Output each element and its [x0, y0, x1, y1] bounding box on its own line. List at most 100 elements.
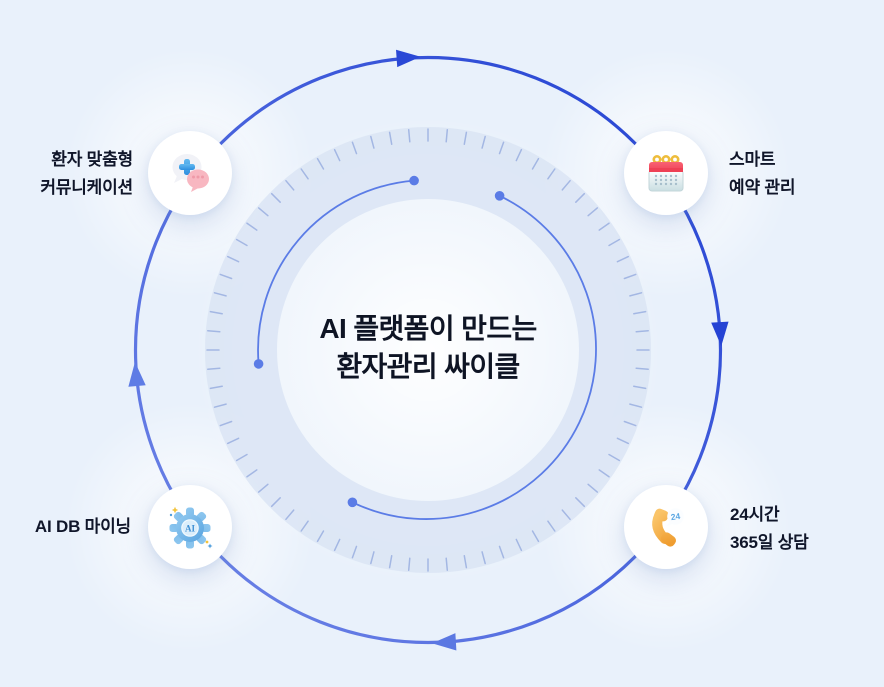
dial-tick: [575, 192, 586, 203]
dial-tick: [633, 385, 647, 390]
dial-tick: [246, 469, 258, 478]
dial-tick: [633, 310, 647, 315]
dial-tick: [285, 509, 295, 521]
dial-tick: [531, 157, 540, 170]
node-smart-booking: [624, 131, 708, 215]
dial-tick: [515, 148, 523, 162]
label-line: AI DB 마이닝: [34, 517, 131, 536]
dial-tick: [351, 545, 358, 559]
dial-tick: [209, 385, 223, 390]
dial-tick: [445, 129, 449, 143]
center-title: AI 플랫폼이 만드는 환자관리 싸이클: [319, 310, 537, 386]
dial-tick: [407, 129, 411, 143]
dial-tick: [213, 292, 227, 297]
dial-tick: [351, 141, 358, 155]
label-line: 예약 관리: [729, 178, 796, 197]
arrow-left-icon: [431, 633, 457, 651]
dial-tick: [515, 538, 523, 552]
dial-tick: [235, 453, 248, 462]
dial-tick: [623, 273, 637, 280]
dial-tick: [629, 292, 643, 297]
node-ai-db-mining: AI: [148, 485, 232, 569]
dial-tick: [257, 207, 269, 217]
arc-endpoint-dot: [494, 191, 505, 201]
label-line: 환자 맞춤형: [51, 150, 133, 169]
label-line: 커뮤니케이션: [40, 178, 133, 197]
arrow-up-icon: [128, 362, 146, 387]
dial-tick: [333, 538, 341, 552]
arc-endpoint-dot: [347, 497, 358, 508]
dial-tick: [629, 403, 643, 408]
dial-tick: [300, 520, 309, 532]
node-patient-communication: [148, 131, 232, 215]
dial-tick: [207, 329, 221, 333]
dial-tick: [498, 141, 505, 155]
dial-tick: [463, 131, 468, 145]
arrow-right-icon: [396, 49, 421, 68]
title-line-2: 환자관리 싸이클: [336, 351, 520, 382]
dial-tick: [388, 131, 393, 145]
dial-tick: [316, 157, 325, 170]
dial-tick: [481, 135, 486, 149]
node-always-on-consult: 24: [624, 485, 708, 569]
dial-tick: [561, 179, 571, 191]
dial-tick: [257, 483, 269, 493]
dial-tick: [246, 222, 258, 231]
label-line: 365일 상담: [730, 533, 809, 552]
inner-arc: [352, 194, 597, 520]
dial-tick: [270, 192, 281, 203]
title-line-1: AI 플랫폼이 만드는: [319, 313, 537, 344]
dial-tick: [635, 367, 649, 371]
dial-tick: [370, 551, 375, 565]
dial-tick: [407, 557, 411, 571]
label-line: 스마트: [729, 150, 776, 169]
label-smart-booking: 스마트 예약 관리: [729, 146, 795, 202]
dial-tick: [531, 530, 540, 543]
dial-tick: [608, 453, 621, 462]
dial-tick: [623, 420, 637, 427]
dial-tick: [219, 420, 233, 427]
dial-tick: [219, 273, 233, 280]
dial-tick: [598, 222, 610, 231]
dial-tick: [561, 509, 571, 521]
label-patient-communication: 환자 맞춤형 커뮤니케이션: [0, 146, 133, 202]
label-always-on-consult: 24시간 365일 상담: [730, 501, 809, 557]
dial-tick: [209, 310, 223, 315]
arc-endpoint-dot: [253, 359, 264, 369]
dial-tick: [226, 437, 240, 445]
dial-tick: [481, 551, 486, 565]
dial-tick: [547, 520, 556, 532]
sparkles: [169, 506, 213, 549]
dial-tick: [587, 207, 599, 217]
chat-medical-icon: [172, 154, 209, 192]
dial-tick: [635, 329, 649, 333]
dial-tick: [445, 557, 449, 571]
ai-gear-icon: AI: [169, 506, 213, 549]
dial-tick: [587, 483, 599, 493]
phone-24-badge: 24: [670, 511, 681, 522]
label-ai-db-mining: AI DB 마이닝: [0, 513, 131, 541]
calendar-icon: [648, 155, 684, 192]
dial-tick: [270, 497, 281, 508]
dial-tick: [300, 168, 309, 180]
dial-tick: [598, 469, 610, 478]
label-line: 24시간: [730, 505, 780, 524]
dial-tick: [213, 403, 227, 408]
dial-band: [205, 127, 651, 573]
dial-tick: [370, 135, 375, 149]
inner-arc-group: [257, 179, 597, 520]
dial-tick: [547, 168, 556, 180]
phone-24-icon: 24: [652, 508, 684, 547]
dial-ticks: [206, 128, 650, 572]
dial-tick: [207, 367, 221, 371]
cycle-ring: [133, 55, 723, 645]
dial-tick: [316, 530, 325, 543]
dial-tick: [235, 238, 248, 247]
dial-tick: [608, 238, 621, 247]
arc-endpoint-dot: [409, 175, 419, 186]
inner-arc: [257, 179, 415, 364]
dial-tick: [388, 555, 393, 569]
dial-tick: [575, 497, 586, 508]
